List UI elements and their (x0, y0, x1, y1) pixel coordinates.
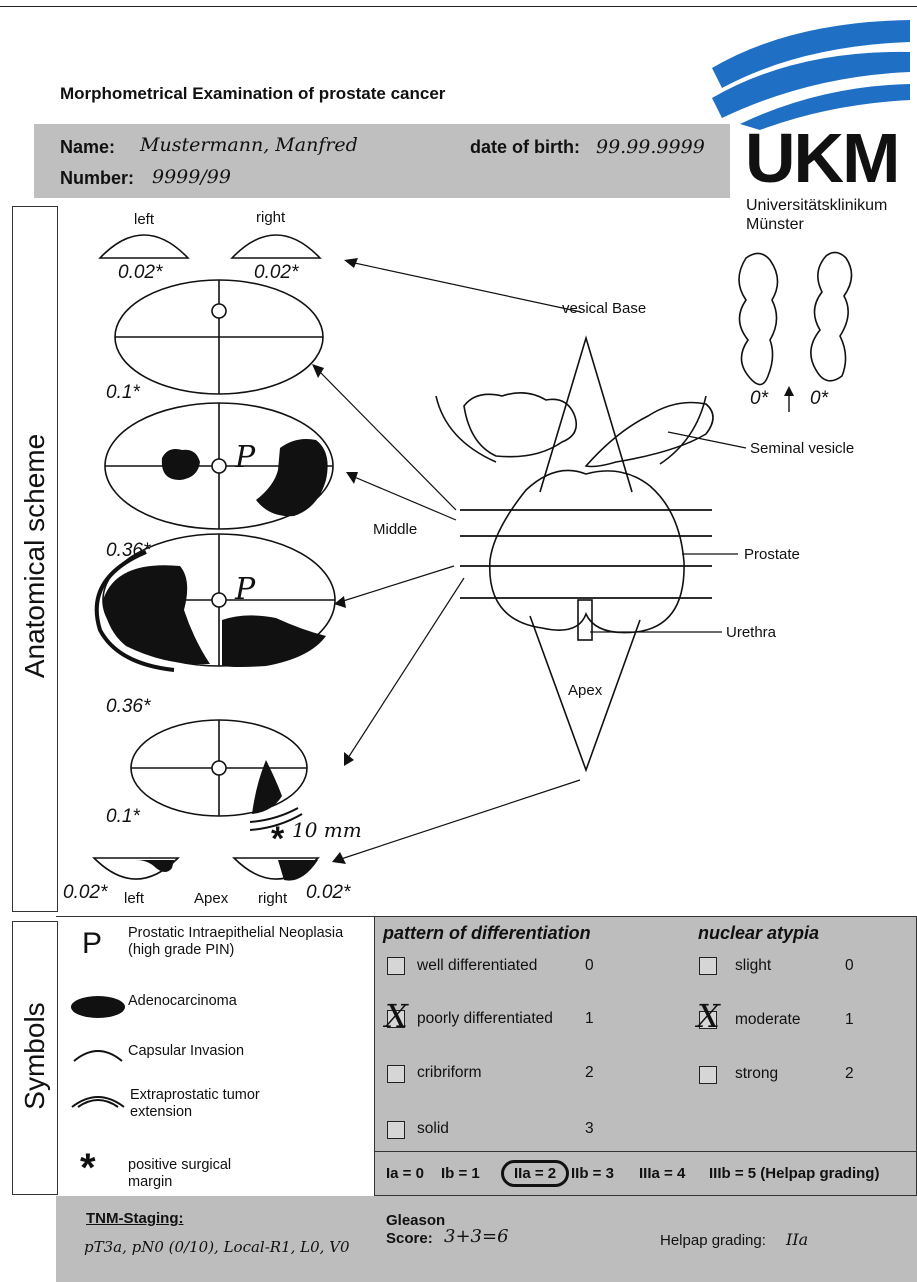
top-left-value: 0.02* (118, 262, 162, 284)
anatomical-scheme-label: Anatomical scheme (19, 411, 51, 701)
ukm-logo-waves (700, 20, 917, 130)
helpap-grading-label: Helpap grading: (660, 1232, 766, 1249)
gleason-box: Gleason Score: 3+3=6 Helpap grading: IIa (374, 1196, 917, 1282)
number-value: 9999/99 (152, 166, 231, 188)
asterisk-glyph: * (80, 1153, 96, 1183)
bottom-right-label: right (258, 890, 287, 907)
differentiation-title: pattern of differentiation (383, 923, 591, 944)
pin-legend-text: Prostatic Intraepithelial Neoplasia (hig… (128, 925, 368, 959)
sv-right-value: 0* (810, 388, 828, 410)
bottom-left-label: left (124, 890, 144, 907)
top-right-label: right (256, 209, 285, 226)
check-mark-icon: X (697, 997, 720, 1035)
value-slight: 0 (845, 957, 854, 975)
apex-label: Apex (568, 682, 602, 699)
top-right-value: 0.02* (254, 262, 298, 284)
checkbox-strong[interactable] (699, 1066, 717, 1084)
option-cribriform: cribriform (417, 1064, 482, 1082)
capsular-invasion-legend-text: Capsular Invasion (128, 1043, 244, 1060)
score-value: 3+3=6 (444, 1226, 509, 1247)
middle-label: Middle (373, 521, 417, 538)
helpap-iiia: IIIa = 4 (639, 1165, 685, 1182)
value-cribriform: 2 (585, 1064, 594, 1082)
helpap-ia: Ia = 0 (386, 1165, 424, 1182)
gleason-label: Gleason (386, 1212, 445, 1229)
name-label: Name: (60, 137, 115, 158)
helpap-iib: IIb = 3 (571, 1165, 614, 1182)
margin-note: 10 mm (292, 818, 362, 842)
surgical-margin-legend-text: positive surgical margin (128, 1157, 268, 1191)
surgical-margin-asterisk: * (271, 820, 284, 859)
slice3-value: 0.36* (106, 696, 150, 718)
vesical-base-label: vesical Base (562, 300, 646, 317)
top-right-cap (232, 235, 320, 258)
adenocarcinoma-swatch (70, 993, 126, 1021)
sv-left-value: 0* (750, 388, 768, 410)
pin-glyph: P (82, 927, 102, 961)
symbols-label: Symbols (19, 991, 51, 1121)
helpap-ib: Ib = 1 (441, 1165, 480, 1182)
tnm-staging-box: TNM-Staging: pT3a, pN0 (0/10), Local-R1,… (56, 1196, 375, 1282)
dob-value: 99.99.9999 (596, 136, 705, 158)
top-rule (0, 6, 917, 7)
value-well-differentiated: 0 (585, 957, 594, 975)
atypia-title: nuclear atypia (698, 923, 819, 944)
symbols-legend: P Prostatic Intraepithelial Neoplasia (h… (56, 916, 374, 1198)
dob-label: date of birth: (470, 137, 580, 158)
extraprostatic-symbol (68, 1085, 128, 1111)
name-value: Mustermann, Manfred (140, 134, 358, 156)
score-label: Score: (386, 1230, 433, 1247)
capsular-invasion-symbol (70, 1041, 126, 1063)
grading-panel: pattern of differentiation nuclear atypi… (374, 916, 917, 1152)
option-poorly-differentiated: poorly differentiated (417, 1010, 553, 1028)
value-moderate: 1 (845, 1011, 854, 1029)
helpap-iiib: IIIb = 5 (Helpap grading) (709, 1165, 879, 1182)
value-poorly-differentiated: 1 (585, 1010, 594, 1028)
ukm-logo-text: UKM (745, 118, 898, 198)
pin-mark-slice3: P (235, 572, 255, 607)
check-mark-icon: X (385, 997, 408, 1035)
tnm-value: pT3a, pN0 (0/10), Local-R1, L0, V0 (84, 1238, 350, 1256)
top-left-cap (100, 235, 188, 258)
helpap-scale-row: Ia = 0 Ib = 1 IIa = 2 IIb = 3 IIIa = 4 I… (374, 1152, 917, 1196)
checkbox-slight[interactable] (699, 957, 717, 975)
top-left-label: left (134, 211, 154, 228)
option-slight: slight (735, 957, 771, 975)
checkbox-cribriform[interactable] (387, 1065, 405, 1083)
page-title: Morphometrical Examination of prostate c… (60, 84, 445, 104)
slice2-value: 0.36* (106, 540, 150, 562)
bottom-apex-label: Apex (194, 890, 228, 907)
value-strong: 2 (845, 1065, 854, 1083)
option-moderate: moderate (735, 1011, 800, 1029)
checkbox-well-differentiated[interactable] (387, 957, 405, 975)
slice4-value: 0.1* (106, 806, 140, 828)
helpap-iia-selected[interactable]: IIa = 2 (501, 1160, 569, 1187)
value-solid: 3 (585, 1120, 594, 1138)
checkbox-solid[interactable] (387, 1121, 405, 1139)
helpap-grading-value: IIa (786, 1230, 808, 1249)
adenocarcinoma-legend-text: Adenocarcinoma (128, 993, 237, 1010)
bottom-left-value: 0.02* (63, 882, 107, 904)
number-label: Number: (60, 168, 134, 189)
slice1-value: 0.1* (106, 382, 140, 404)
option-strong: strong (735, 1065, 778, 1083)
option-solid: solid (417, 1120, 449, 1138)
seminal-vesicle-label: Seminal vesicle (750, 440, 854, 457)
pin-mark-slice2: P (235, 440, 255, 475)
extraprostatic-legend-text: Extraprostatic tumor extension (130, 1087, 300, 1121)
bottom-right-value: 0.02* (306, 882, 350, 904)
option-well-differentiated: well differentiated (417, 957, 537, 975)
prostate-label: Prostate (744, 546, 800, 563)
patient-info-box: Name: Mustermann, Manfred date of birth:… (34, 124, 730, 198)
tnm-label: TNM-Staging: (86, 1210, 183, 1227)
urethra-label: Urethra (726, 624, 776, 641)
